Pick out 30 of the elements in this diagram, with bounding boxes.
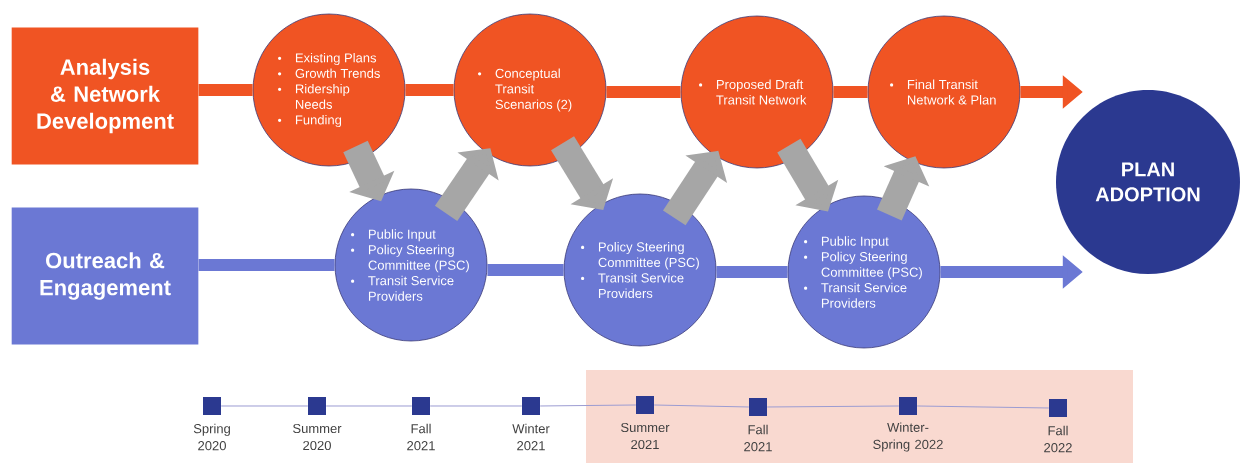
connector-bar <box>606 86 681 98</box>
connector-bar <box>833 86 868 98</box>
timeline-square <box>412 397 430 415</box>
timeline-line <box>325 405 413 407</box>
date-label: Winter 2021 <box>512 423 550 451</box>
date-label: Fall 2021 <box>744 424 772 452</box>
connector-bar <box>198 84 253 96</box>
timeline-line <box>766 405 900 408</box>
block-arrow <box>777 138 839 212</box>
block-arrow <box>551 136 614 210</box>
timeline-square <box>203 397 221 415</box>
date-label: Summer 2021 <box>621 422 670 450</box>
connector-bar <box>487 264 564 276</box>
timeline-line <box>429 405 523 407</box>
connector-bar <box>405 84 454 96</box>
date-label: Winter- Spring 2022 <box>873 422 943 452</box>
date-label: Summer 2020 <box>293 423 342 451</box>
timeline-line <box>653 404 750 408</box>
connector-bar <box>716 266 788 278</box>
timeline-line <box>916 405 1050 409</box>
date-label: Fall 2022 <box>1044 425 1072 453</box>
timeline-line <box>220 405 309 407</box>
date-label: Fall 2021 <box>407 423 435 451</box>
timeline-square <box>308 397 326 415</box>
timeline-line <box>539 404 637 407</box>
timeline-square <box>522 397 540 415</box>
phase-box: Analysis & Network Development <box>11 27 199 165</box>
phase-box: Outreach & Engagement <box>11 207 199 345</box>
date-label: Spring 2020 <box>193 423 230 451</box>
connector-bar <box>198 259 335 271</box>
